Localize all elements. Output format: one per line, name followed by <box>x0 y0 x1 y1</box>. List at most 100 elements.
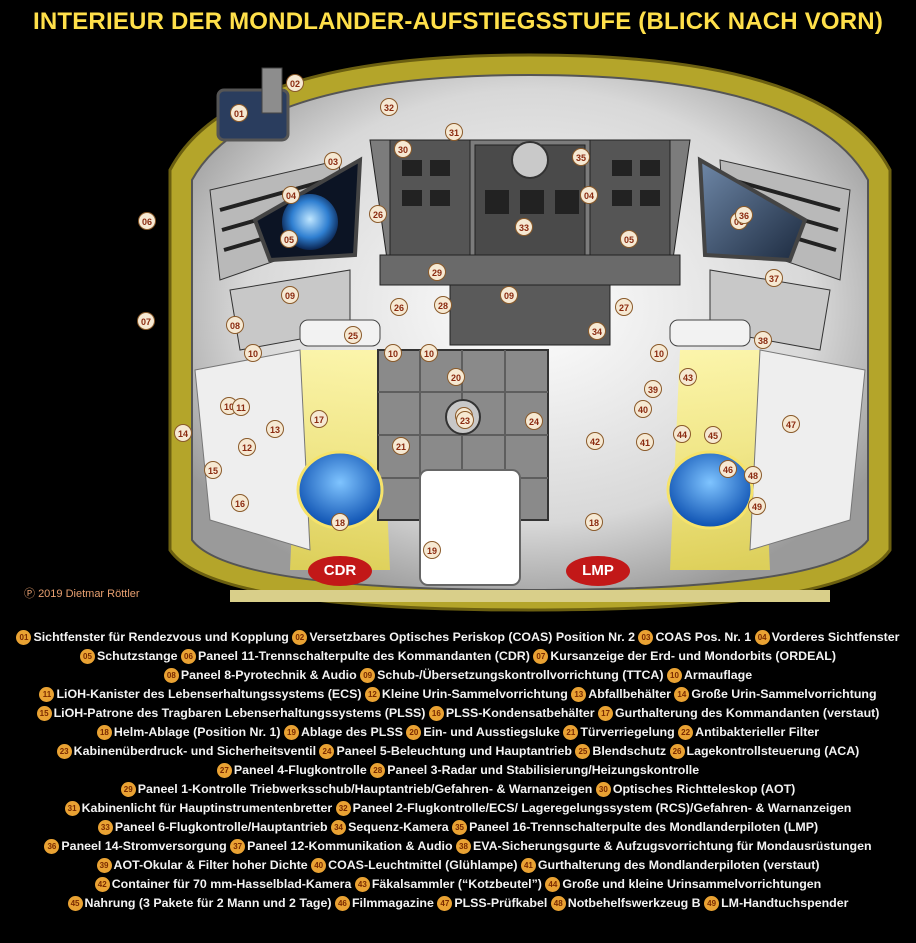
right-stowage <box>749 349 866 551</box>
legend-number-badge: 48 <box>550 896 566 911</box>
legend-text: Notbehelfswerkzeug B <box>567 896 701 910</box>
callout-badge: 16 <box>231 494 249 512</box>
callout-badge: 14 <box>174 424 192 442</box>
legend-text: Ablage des PLSS <box>300 725 403 739</box>
legend-text: Optisches Richtteleskop (AOT) <box>612 782 796 796</box>
legend-number-badge: 41 <box>520 858 536 873</box>
callout-badge: 26 <box>369 205 387 223</box>
callout-badge: 42 <box>586 432 604 450</box>
callout-badge: 04 <box>580 186 598 204</box>
callout-badge: 41 <box>636 433 654 451</box>
callout-badge: 32 <box>380 98 398 116</box>
callout-badge: 03 <box>324 152 342 170</box>
legend-number-badge: 16 <box>428 706 444 721</box>
legend-text: LM-Handtuchspender <box>721 896 849 910</box>
legend-text: Paneel 5-Beleuchtung und Hauptantrieb <box>336 744 572 758</box>
callout-badge: 43 <box>679 368 697 386</box>
legend-text: Paneel 16-Trennschalterpulte des Mondlan… <box>469 820 819 834</box>
callout-badge: 04 <box>282 186 300 204</box>
callout-badge: 30 <box>394 140 412 158</box>
legend-number-badge: 01 <box>16 630 32 645</box>
callout-badge: 31 <box>445 123 463 141</box>
lmp-helmet <box>666 450 754 530</box>
legend-text: Fäkalsammler (“Kotzbeutel”) <box>371 877 542 891</box>
legend-number-badge: 33 <box>97 820 113 835</box>
callout-badge: 21 <box>392 437 410 455</box>
legend-text: Vorderes Sichtfenster <box>771 630 900 644</box>
callout-badge: 45 <box>704 426 722 444</box>
legend-text: AOT-Okular & Filter hoher Dichte <box>113 858 308 872</box>
legend-number-badge: 17 <box>598 706 614 721</box>
right-forward-window <box>697 156 808 263</box>
legend-number-badge: 02 <box>292 630 308 645</box>
legend-number-badge: 06 <box>181 649 196 664</box>
callout-badge: 39 <box>644 380 662 398</box>
callout-badge: 15 <box>204 461 222 479</box>
legend-number-badge: 08 <box>163 668 179 683</box>
legend-number-badge: 45 <box>67 896 83 911</box>
legend-number-badge: 44 <box>545 877 561 892</box>
legend-text: Kleine Urin-Sammelvorrichtung <box>381 687 568 701</box>
legend-number-badge: 23 <box>56 744 72 759</box>
legend-number-badge: 49 <box>704 896 720 911</box>
legend-number-badge: 11 <box>39 687 55 702</box>
coas-periscope <box>261 67 283 114</box>
legend-number-badge: 42 <box>94 877 110 892</box>
legend-number-badge: 09 <box>360 668 376 683</box>
console-gauges <box>402 160 660 214</box>
legend-number-badge: 07 <box>533 649 549 664</box>
callout-badge: 35 <box>572 148 590 166</box>
legend-number-badge: 39 <box>96 858 112 873</box>
floor-strip <box>230 590 830 602</box>
callout-badge: 27 <box>615 298 633 316</box>
copyright-text: 2019 Dietmar Röttler <box>38 588 140 600</box>
legend-text: Kabinenüberdruck- und Sicherheitsventil <box>73 744 317 758</box>
legend-number-badge: 19 <box>283 725 299 740</box>
legend-text: Paneel 1-Kontrolle Triebwerksschub/Haupt… <box>137 782 593 796</box>
legend-text: Türverriegelung <box>580 725 675 739</box>
callout-badge: 47 <box>782 415 800 433</box>
legend-text: PLSS-Kondensatbehälter <box>445 706 595 720</box>
callout-badge: 13 <box>266 420 284 438</box>
legend-number-badge: 12 <box>364 687 380 702</box>
legend-number-badge: 32 <box>335 801 351 816</box>
legend-number-badge: 47 <box>437 896 453 911</box>
legend-text: Ein- und Ausstiegsluke <box>423 725 560 739</box>
callout-badge: 36 <box>735 206 753 224</box>
legend-text: Lagekontrollsteuerung (ACA) <box>686 744 860 758</box>
callout-badge: 01 <box>230 104 248 122</box>
callout-badge: 02 <box>286 74 304 92</box>
lm-interior-illustration <box>168 53 892 612</box>
legend-text: Kursanzeige der Erd- und Mondorbits (ORD… <box>550 649 837 663</box>
legend-number-badge: 37 <box>230 839 246 854</box>
legend-text: LiOH-Kanister des Lebenserhaltungssystem… <box>56 687 362 701</box>
callout-badge: 23 <box>456 411 474 429</box>
